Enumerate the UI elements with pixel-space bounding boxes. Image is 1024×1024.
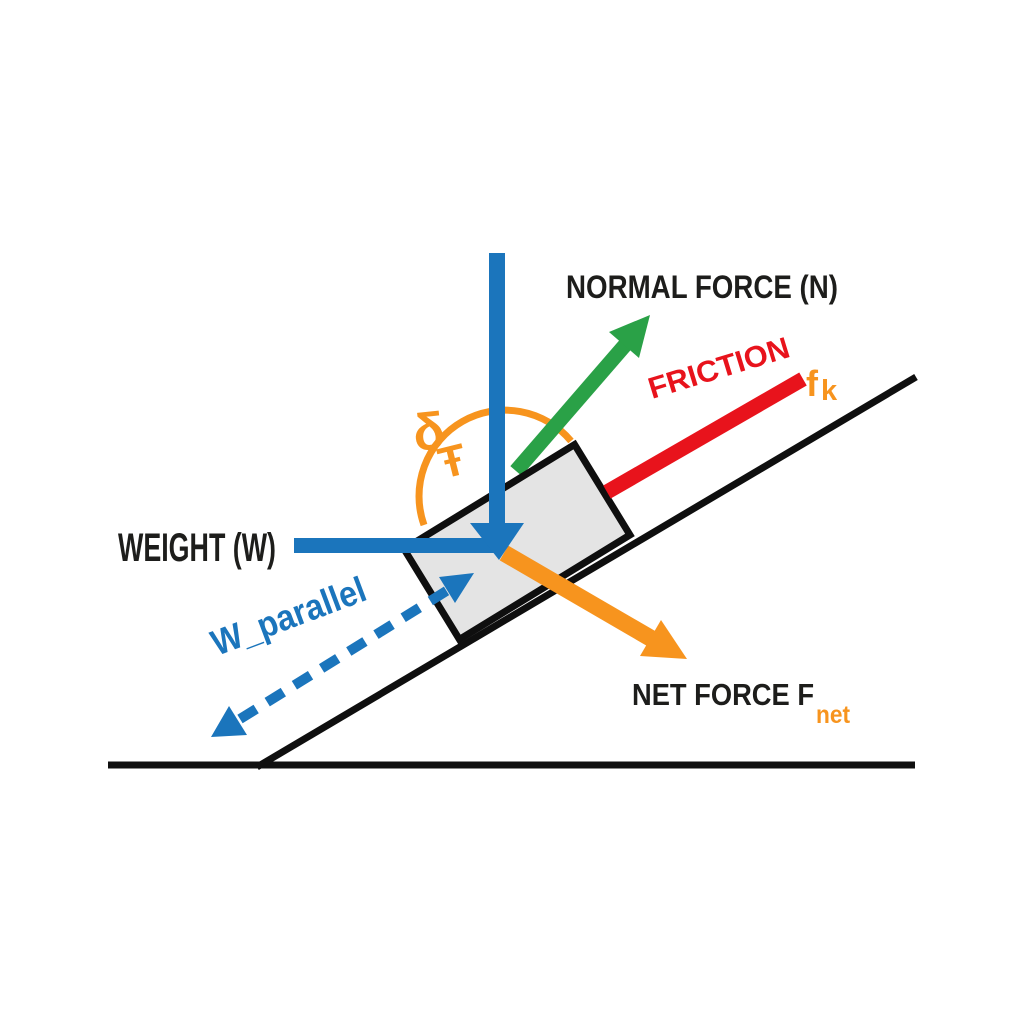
friction-symbol: f — [806, 363, 819, 404]
net-force-arrow-stem — [499, 545, 657, 647]
weight-arrow — [470, 253, 524, 560]
normal-force-arrow-head — [609, 315, 650, 358]
incline-line — [255, 373, 918, 771]
weight-arrow-head — [470, 523, 524, 560]
weight-arrow-stem — [489, 253, 505, 527]
net-force-label: NET FORCE F — [632, 677, 814, 712]
weight-leader-bar — [294, 538, 499, 553]
net-force-label-subscript: net — [816, 701, 851, 729]
w-parallel-arrow — [211, 573, 474, 737]
angle-glyph-outer: δ — [410, 402, 447, 463]
angle-glyph-inner: Ŧ — [434, 435, 472, 489]
w-parallel-label: W_parallel — [205, 568, 371, 663]
net-force-arrow-head — [640, 620, 687, 659]
friction-symbol-subscript: k — [821, 375, 838, 407]
net-force-arrow — [499, 545, 687, 659]
normal-force-label: NORMAL FORCE (N) — [566, 269, 838, 305]
normal-force-arrow-stem — [510, 339, 632, 476]
friction-line — [603, 372, 807, 499]
normal-force-arrow — [510, 315, 650, 476]
angle-arc — [415, 406, 574, 527]
w-parallel-arrowhead-upper — [439, 573, 474, 603]
w-parallel-arrowhead-lower — [211, 706, 247, 737]
w-parallel-dashed-line — [237, 585, 451, 724]
weight-label: WEIGHT (W) — [118, 526, 276, 570]
